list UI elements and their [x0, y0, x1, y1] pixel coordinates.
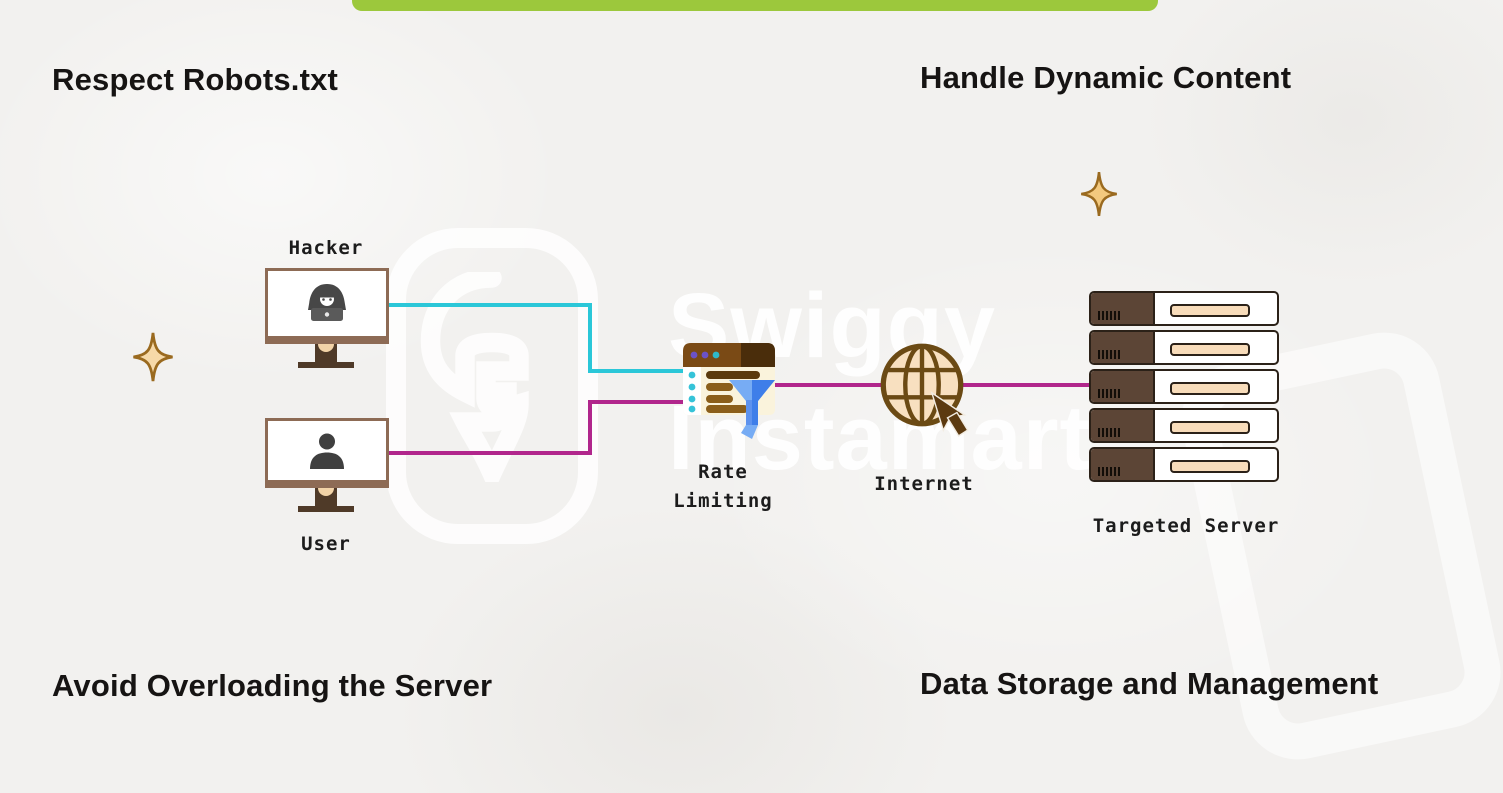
server-vents: [1098, 428, 1120, 437]
server-unit: [1089, 447, 1279, 482]
watermark-swiggy-logo: [386, 228, 598, 544]
user-icon: [310, 433, 344, 469]
server-slot: [1170, 343, 1250, 356]
targeted-server-label: Targeted Server: [1092, 515, 1280, 537]
cursor-icon: [930, 391, 969, 437]
targeted-server-stack: [1089, 291, 1279, 486]
server-vents: [1098, 389, 1120, 398]
server-unit-panel: [1091, 293, 1155, 324]
hacker-icon: [308, 283, 346, 321]
server-vents: [1098, 311, 1120, 320]
server-unit-panel: [1091, 332, 1155, 363]
server-vents: [1098, 350, 1120, 359]
sparkle-icon-left: [133, 332, 173, 382]
heading-avoid-overloading: Avoid Overloading the Server: [52, 668, 493, 703]
server-unit: [1089, 408, 1279, 443]
server-unit-panel: [1091, 449, 1155, 480]
server-vents: [1098, 467, 1120, 476]
server-unit: [1089, 369, 1279, 404]
server-unit: [1089, 330, 1279, 365]
server-slot: [1170, 460, 1250, 473]
heading-respect-robots: Respect Robots.txt: [52, 62, 339, 97]
swiggy-pin-icon: [420, 272, 529, 482]
rate-limiter-label-line2: Limiting: [673, 490, 773, 512]
server-slot: [1170, 304, 1250, 317]
heading-handle-dynamic-content: Handle Dynamic Content: [920, 60, 1292, 95]
server-unit-panel: [1091, 371, 1155, 402]
server-slot: [1170, 382, 1250, 395]
internet-label: Internet: [874, 473, 974, 495]
server-unit-panel: [1091, 410, 1155, 441]
rate-limiter-label-line1: Rate: [698, 461, 748, 483]
sparkle-icon-right: [1081, 171, 1117, 217]
funnel-icon: [729, 380, 775, 439]
server-unit: [1089, 291, 1279, 326]
hacker-label: Hacker: [288, 237, 364, 259]
heading-data-storage: Data Storage and Management: [920, 666, 1379, 701]
server-slot: [1170, 421, 1250, 434]
rate-limiter-label: Rate Limiting: [648, 458, 798, 516]
user-label: User: [301, 533, 351, 555]
top-accent-bar: [352, 0, 1158, 11]
